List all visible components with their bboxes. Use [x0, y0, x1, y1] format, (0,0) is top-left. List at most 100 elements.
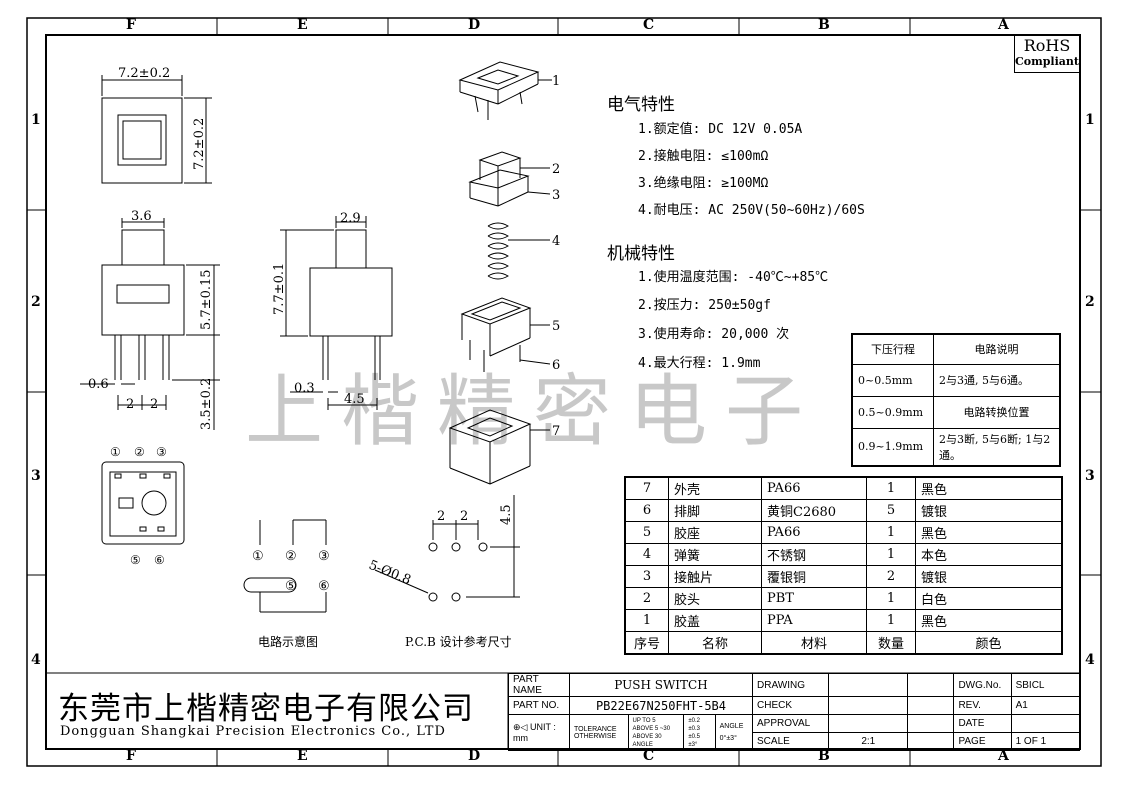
blank-cell: [907, 714, 955, 733]
bom-header: 数量: [866, 631, 916, 655]
approval-value: [828, 714, 909, 733]
circ-pin-5: ⑤: [285, 579, 297, 594]
circuit-row-3-stroke: 0.9~1.9mm: [851, 427, 934, 466]
zone-a: A: [998, 17, 1009, 33]
zone-e-bottom: E: [297, 748, 308, 764]
bom-cell: 镀银: [915, 565, 1063, 588]
bom-row: 7 外壳 PA66 1 黑色: [624, 476, 1063, 500]
bom-cell: 镀银: [915, 499, 1063, 522]
zone-b: B: [818, 17, 830, 33]
zone-e: E: [297, 17, 308, 33]
callout-3: 3: [552, 188, 560, 203]
circuit-caption: 电路示意图: [258, 634, 318, 649]
bom-header: 序号: [624, 631, 669, 655]
rohs-title: RoHS: [1023, 36, 1071, 55]
circ-pin-6: ⑥: [318, 579, 330, 594]
angle-value-small: ±3°: [688, 741, 698, 748]
date-label: DATE: [953, 714, 1012, 733]
zone-b-bottom: B: [818, 748, 830, 764]
circuit-header-desc: 电路说明: [933, 333, 1061, 365]
bom-header: 颜色: [915, 631, 1063, 655]
bom-cell: PBT: [761, 587, 867, 610]
callout-2: 2: [552, 162, 560, 177]
zone-2-right: 2: [1085, 294, 1095, 310]
otherwise-label: OTHERWISE: [573, 732, 617, 740]
top-zone-row: F E D C B A: [0, 17, 1134, 35]
zone-3-right: 3: [1085, 468, 1095, 484]
scale-label: SCALE: [752, 732, 830, 751]
tol-value-3: ±0.5: [688, 733, 700, 740]
part-name: PUSH SWITCH: [568, 673, 754, 697]
bom-cell: 4: [624, 543, 669, 566]
bom-row: 1 胶盖 PPA 1 黑色: [624, 609, 1063, 632]
bom-cell: 6: [624, 499, 669, 522]
bom-cell: PPA: [761, 609, 867, 632]
dwg-value: SBICL: [1010, 673, 1081, 697]
bom-cell: 黄铜C2680: [761, 499, 867, 522]
unit-cell: ⊕◁ UNIT : mm: [508, 714, 570, 751]
bom-cell: 黑色: [915, 476, 1063, 500]
blank-cell: [907, 696, 955, 715]
pin-label-6: ⑥: [154, 553, 165, 567]
bom-cell: 2: [866, 565, 916, 588]
tol-range-3: ABOVE 30: [632, 733, 662, 740]
circ-pin-3: ③: [318, 549, 330, 564]
blank-cell: [907, 673, 955, 697]
tolerance-label: TOLERANCE: [573, 725, 617, 733]
bom-row: 2 胶头 PBT 1 白色: [624, 587, 1063, 610]
bom-header: 名称: [668, 631, 762, 655]
bom-row: 3 接触片 覆银铜 2 镀银: [624, 565, 1063, 588]
zone-a-bottom: A: [998, 748, 1009, 764]
callout-1: 1: [552, 74, 560, 89]
pcb-caption: P.C.B 设计参考尺寸: [405, 634, 512, 649]
bom-cell: 接触片: [668, 565, 762, 588]
tolerance-ranges: UP TO 5 ABOVE 5 ~30 ABOVE 30 ANGLE: [627, 714, 685, 751]
bom-cell: 弹簧: [668, 543, 762, 566]
drawing-label: DRAWING: [752, 673, 830, 697]
dim-front-height: 5.7±0.15: [199, 269, 214, 330]
unit-value: mm: [513, 733, 528, 743]
dim-front-width: 3.6: [131, 209, 152, 224]
company-name-en: Dongguan Shangkai Precision Electronics …: [60, 724, 446, 739]
check-value: [828, 696, 909, 715]
dim-side-height: 7.7±0.1: [272, 263, 287, 315]
rohs-badge: RoHS Compliant: [1014, 35, 1080, 73]
drawing-value: [828, 673, 909, 697]
zone-2-left: 2: [31, 294, 41, 310]
bom-cell: 胶座: [668, 521, 762, 544]
check-label: CHECK: [752, 696, 830, 715]
bom-cell: 黑色: [915, 521, 1063, 544]
bom-table: 7 外壳 PA66 1 黑色 6 排脚 黄铜C2680 5 镀银 5 胶座 PA…: [624, 476, 1063, 655]
bom-cell: 黑色: [915, 609, 1063, 632]
angle-cell: ANGLE 0°±3°: [714, 714, 754, 751]
bom-cell: 胶头: [668, 587, 762, 610]
rev-value: A1: [1010, 696, 1081, 715]
bom-cell: PA66: [761, 476, 867, 500]
zone-c-bottom: C: [643, 748, 655, 764]
circuit-row-3-desc: 2与3断, 5与6断; 1与2通。: [933, 427, 1061, 466]
zone-f: F: [126, 17, 136, 33]
zone-c: C: [643, 17, 655, 33]
date-value: [1010, 714, 1081, 733]
bom-cell: 2: [624, 587, 669, 610]
dim-pin-width: 0.6: [88, 377, 109, 392]
page-label: PAGE: [953, 732, 1012, 751]
bottom-view: [101, 461, 185, 545]
angle-value: 0°±3°: [719, 734, 737, 742]
part-name-label: PART NAME: [508, 673, 570, 697]
bom-cell: 不锈钢: [761, 543, 867, 566]
electrical-item-3: 3.绝缘电阻: ≥100MΩ: [638, 176, 769, 191]
bom-cell: 排脚: [668, 499, 762, 522]
tol-value-2: ±0.3: [688, 725, 700, 732]
mechanical-item-4: 4.最大行程: 1.9mm: [638, 356, 761, 371]
bom-cell: 7: [624, 476, 669, 500]
bom-cell: PA66: [761, 521, 867, 544]
tol-range-1: UP TO 5: [632, 717, 656, 724]
electrical-item-2: 2.接触电阻: ≤100mΩ: [638, 149, 769, 164]
bom-row: 6 排脚 黄铜C2680 5 镀银: [624, 499, 1063, 522]
title-block: PART NAME PUSH SWITCH DRAWING DWG.No. SB…: [508, 673, 1081, 751]
tol-value-1: ±0.2: [688, 717, 700, 724]
bom-cell: 3: [624, 565, 669, 588]
callout-4: 4: [552, 234, 560, 249]
